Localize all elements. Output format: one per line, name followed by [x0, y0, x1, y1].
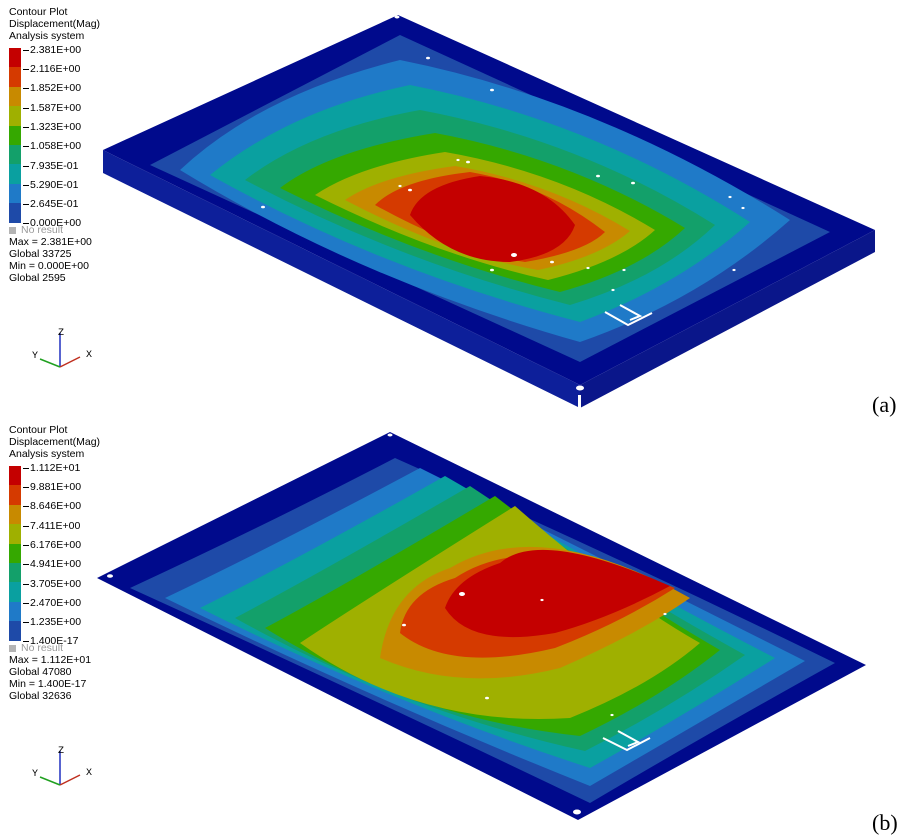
svg-text:Z: Z	[58, 746, 64, 757]
legend-a-level: 1.323E+00	[23, 121, 81, 133]
legend-a-level: 1.587E+00	[23, 102, 81, 114]
legend-a-stats: Max = 2.381E+00 Global 33725 Min = 0.000…	[9, 236, 119, 284]
legend-a-title: Contour Plot	[9, 6, 68, 18]
panel-a: Contour Plot Displacement(Mag) Analysis …	[0, 0, 913, 418]
legend-b-level: 7.411E+00	[23, 520, 80, 532]
plate-b-plot	[97, 432, 866, 820]
legend-a-min-node: Global 2595	[9, 272, 66, 284]
legend-b-level: 2.470E+00	[23, 597, 81, 609]
legend-a-level: 5.290E-01	[23, 179, 78, 191]
legend-b-quantity: Displacement(Mag)	[9, 436, 101, 448]
legend-b-level: 6.176E+00	[23, 539, 81, 551]
plate-a-band-0	[410, 176, 575, 262]
legend-a-max: Max = 2.381E+00	[9, 236, 92, 248]
svg-text:Y: Y	[32, 351, 38, 362]
legend-b-stats: Max = 1.112E+01 Global 47080 Min = 1.400…	[9, 654, 119, 702]
legend-a-quantity: Displacement(Mag)	[9, 18, 101, 30]
legend-a-level: 2.116E+00	[23, 63, 80, 75]
legend-b-color-scale: 1.112E+01 9.881E+00 8.646E+00 7.411E+00 …	[9, 462, 119, 647]
legend-b-level: 3.705E+00	[23, 578, 81, 590]
legend-b-max: Max = 1.112E+01	[9, 654, 92, 666]
svg-text:X: X	[86, 768, 92, 779]
plate-a-front-edge	[103, 150, 580, 408]
panel-a-label: (a)	[872, 392, 897, 417]
plate-a-marker-bracket	[604, 311, 653, 327]
plate-a-plot	[103, 15, 875, 409]
legend-b-level: 9.881E+00	[23, 481, 81, 493]
panel-b: Contour Plot Displacement(Mag) Analysis …	[0, 418, 913, 836]
plate-a-node-markers	[261, 15, 745, 409]
legend-a-color-scale: 2.381E+00 2.116E+00 1.852E+00 1.587E+00 …	[9, 44, 119, 229]
legend-b-min: Min = 1.400E-17	[9, 678, 87, 690]
legend-a-no-result: No result	[9, 224, 119, 236]
legend-b-level: 8.646E+00	[23, 500, 81, 512]
plate-b-band-0	[445, 549, 670, 638]
svg-text:Y: Y	[32, 769, 38, 780]
legend-a-level: 0.000E+00	[23, 217, 81, 229]
legend-a-min: Min = 0.000E+00	[9, 260, 89, 272]
plate-b-marker-bracket	[602, 737, 651, 752]
legend-b-system: Analysis system	[9, 448, 85, 460]
axis-triad-b-icon: Z Y X	[32, 746, 92, 786]
svg-text:Z: Z	[58, 328, 64, 339]
plate-a-right-edge	[580, 230, 875, 408]
panel-b-label: (b)	[872, 810, 898, 835]
legend-b-color-bar	[9, 466, 21, 641]
legend-a-system: Analysis system	[9, 30, 85, 42]
legend-a-level: 7.935E-01	[23, 160, 78, 172]
legend-a-color-bar	[9, 48, 21, 223]
legend-b-level: 1.235E+00	[23, 616, 81, 628]
legend-a-level: 2.381E+00	[23, 44, 81, 56]
legend-a-level: 2.645E-01	[23, 198, 78, 210]
legend-b: Contour Plot Displacement(Mag) Analysis …	[9, 424, 119, 702]
legend-b-level: 1.112E+01	[23, 462, 80, 474]
svg-text:X: X	[86, 350, 92, 361]
legend-a: Contour Plot Displacement(Mag) Analysis …	[9, 6, 119, 284]
plate-b-node-markers	[107, 433, 858, 815]
legend-b-level: 4.941E+00	[23, 558, 81, 570]
legend-b-min-node: Global 32636	[9, 690, 72, 702]
legend-a-level: 1.852E+00	[23, 82, 81, 94]
legend-b-max-node: Global 47080	[9, 666, 72, 678]
legend-b-title: Contour Plot	[9, 424, 68, 436]
legend-a-level: 1.058E+00	[23, 140, 81, 152]
legend-b-level: 1.400E-17	[23, 635, 78, 647]
axis-triad-a-icon: Z Y X	[32, 328, 92, 368]
legend-b-no-result: No result	[9, 642, 119, 654]
legend-a-max-node: Global 33725	[9, 248, 72, 260]
